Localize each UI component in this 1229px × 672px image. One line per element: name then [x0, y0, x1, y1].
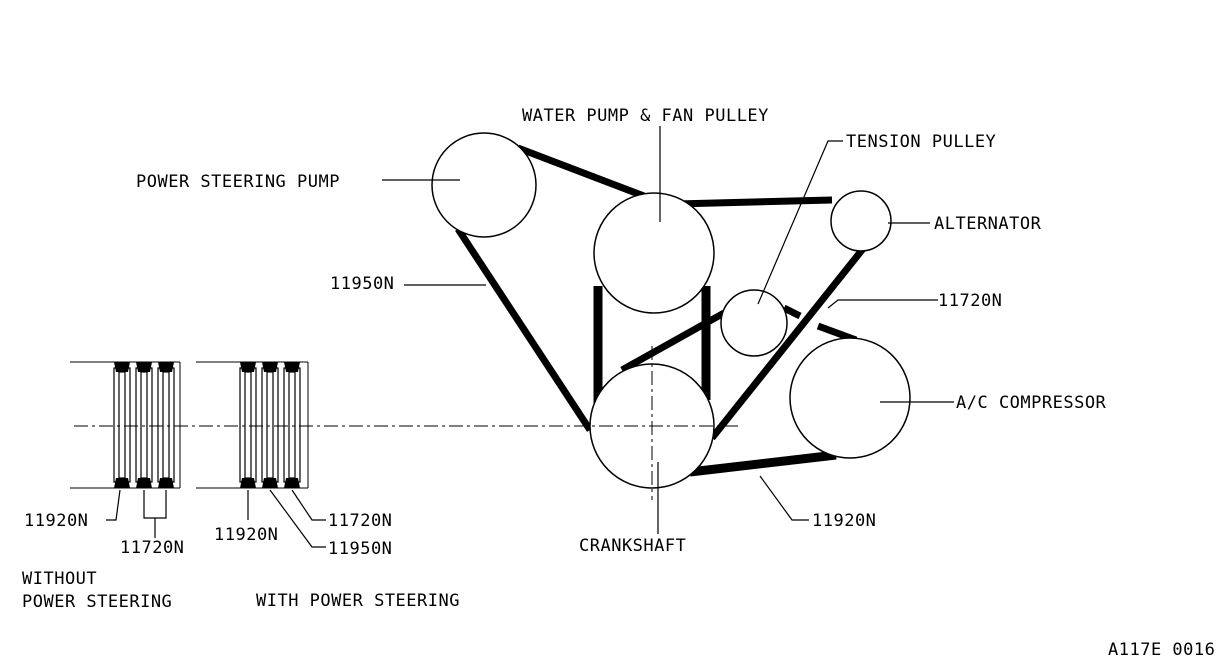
with-grooves [239, 367, 301, 483]
center-lines [74, 346, 738, 500]
with-belt-caps [240, 362, 300, 488]
without-caption-line2: POWER STEERING [22, 592, 172, 612]
ac-compressor-label: A/C COMPRESSOR [956, 393, 1107, 413]
without-belt-caps [114, 362, 174, 488]
power-steering-pump-pulley [431, 132, 537, 238]
figure-code: A117E 0016 [1108, 640, 1215, 660]
power-steering-pump-label: POWER STEERING PUMP [136, 172, 340, 192]
belt-section-without-ps [70, 361, 181, 538]
belt-section-with-ps [196, 361, 326, 548]
crankshaft-label: CRANKSHAFT [579, 536, 686, 556]
alternator-pulley [830, 190, 892, 252]
with-11720n-label: 11720N [328, 511, 392, 531]
tension-pulley [720, 289, 788, 357]
water-pump-pulley [593, 192, 715, 314]
leader-lines [382, 126, 954, 534]
belt-11920n-label: 11920N [812, 511, 876, 531]
belt-11720n [593, 196, 869, 441]
belt-11950n-label: 11950N [330, 274, 394, 294]
tension-pulley-label: TENSION PULLEY [846, 132, 996, 152]
with-11920n-label: 11920N [214, 525, 278, 545]
water-pump-label: WATER PUMP & FAN PULLEY [522, 106, 769, 126]
alternator-label: ALTERNATOR [934, 214, 1042, 234]
belt-11720n-label: 11720N [938, 291, 1002, 311]
with-11950n-label: 11950N [328, 539, 392, 559]
without-grooves [113, 367, 175, 483]
ac-compressor-pulley [789, 337, 911, 459]
with-caption: WITH POWER STEERING [256, 591, 460, 611]
without-11920n-label: 11920N [24, 511, 88, 531]
belt-11950n [455, 144, 646, 432]
without-caption-line1: WITHOUT [22, 569, 97, 589]
without-11720n-label: 11720N [120, 538, 184, 558]
